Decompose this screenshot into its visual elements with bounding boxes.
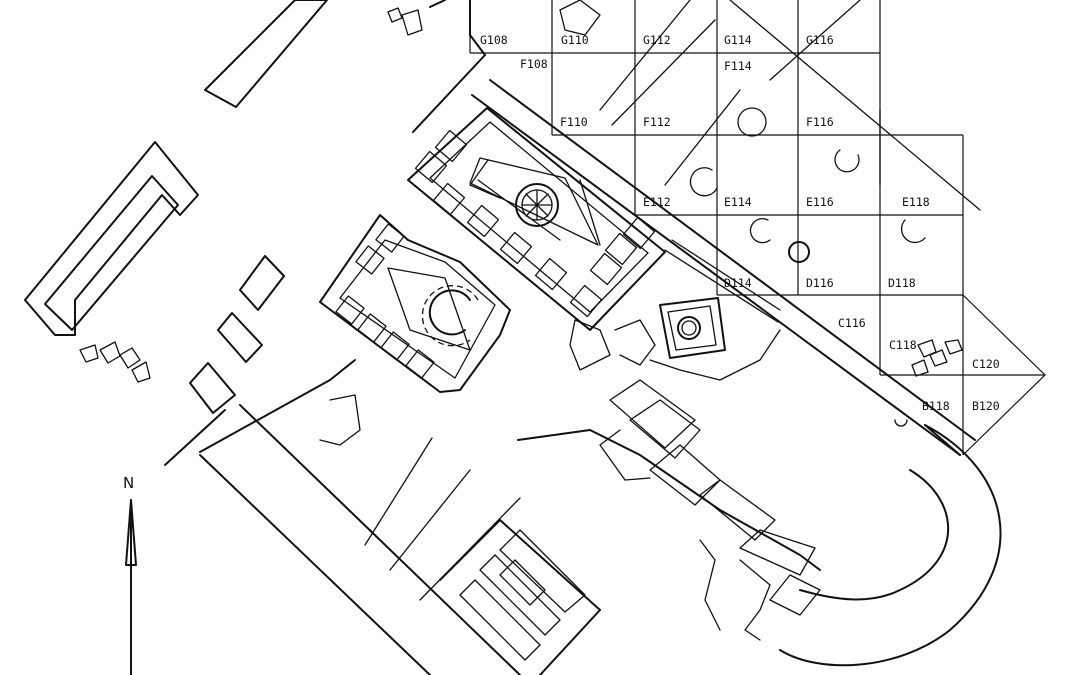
grid-label-e114: E114: [724, 195, 752, 209]
grid-label-d116: D116: [806, 276, 834, 290]
grid-label-c118: C118: [889, 338, 917, 352]
grid-label-b118: B118: [922, 399, 950, 413]
central-features: [320, 298, 907, 640]
northeast-corridor-walls: [413, 0, 980, 455]
grid-label-g116: G116: [806, 33, 834, 47]
grid-label-d114: D114: [724, 276, 752, 290]
grid-label-e118: E118: [902, 195, 930, 209]
grid-label-e112: E112: [643, 195, 671, 209]
grid-label-f116: F116: [806, 115, 834, 129]
grid-label-g110: G110: [561, 33, 589, 47]
north-label: N: [123, 474, 134, 492]
grid-labels: G108 G110 G112 G114 G116 F108 F114 F110 …: [480, 33, 1000, 413]
grid-label-g108: G108: [480, 33, 508, 47]
grid-label-f110: F110: [560, 115, 588, 129]
grid-label-d118: D118: [888, 276, 916, 290]
south-walls-and-apse: [200, 360, 1001, 675]
grid-label-f112: F112: [643, 115, 671, 129]
north-arrow: N: [123, 474, 136, 675]
mosaic-room-north: [408, 108, 665, 330]
west-walls: [25, 0, 327, 465]
grid-label-c116: C116: [838, 316, 866, 330]
grid-label-f108: F108: [520, 57, 548, 71]
grid-label-e116: E116: [806, 195, 834, 209]
grid-label-c120: C120: [972, 357, 1000, 371]
grid-label-b120: B120: [972, 399, 1000, 413]
grid-label-g114: G114: [724, 33, 752, 47]
grid-label-f114-top: F114: [724, 59, 752, 73]
small-stones: [80, 0, 962, 382]
excavation-grid: [470, 0, 1045, 455]
grid-label-g112: G112: [643, 33, 671, 47]
mosaic-room-south: [320, 215, 510, 392]
